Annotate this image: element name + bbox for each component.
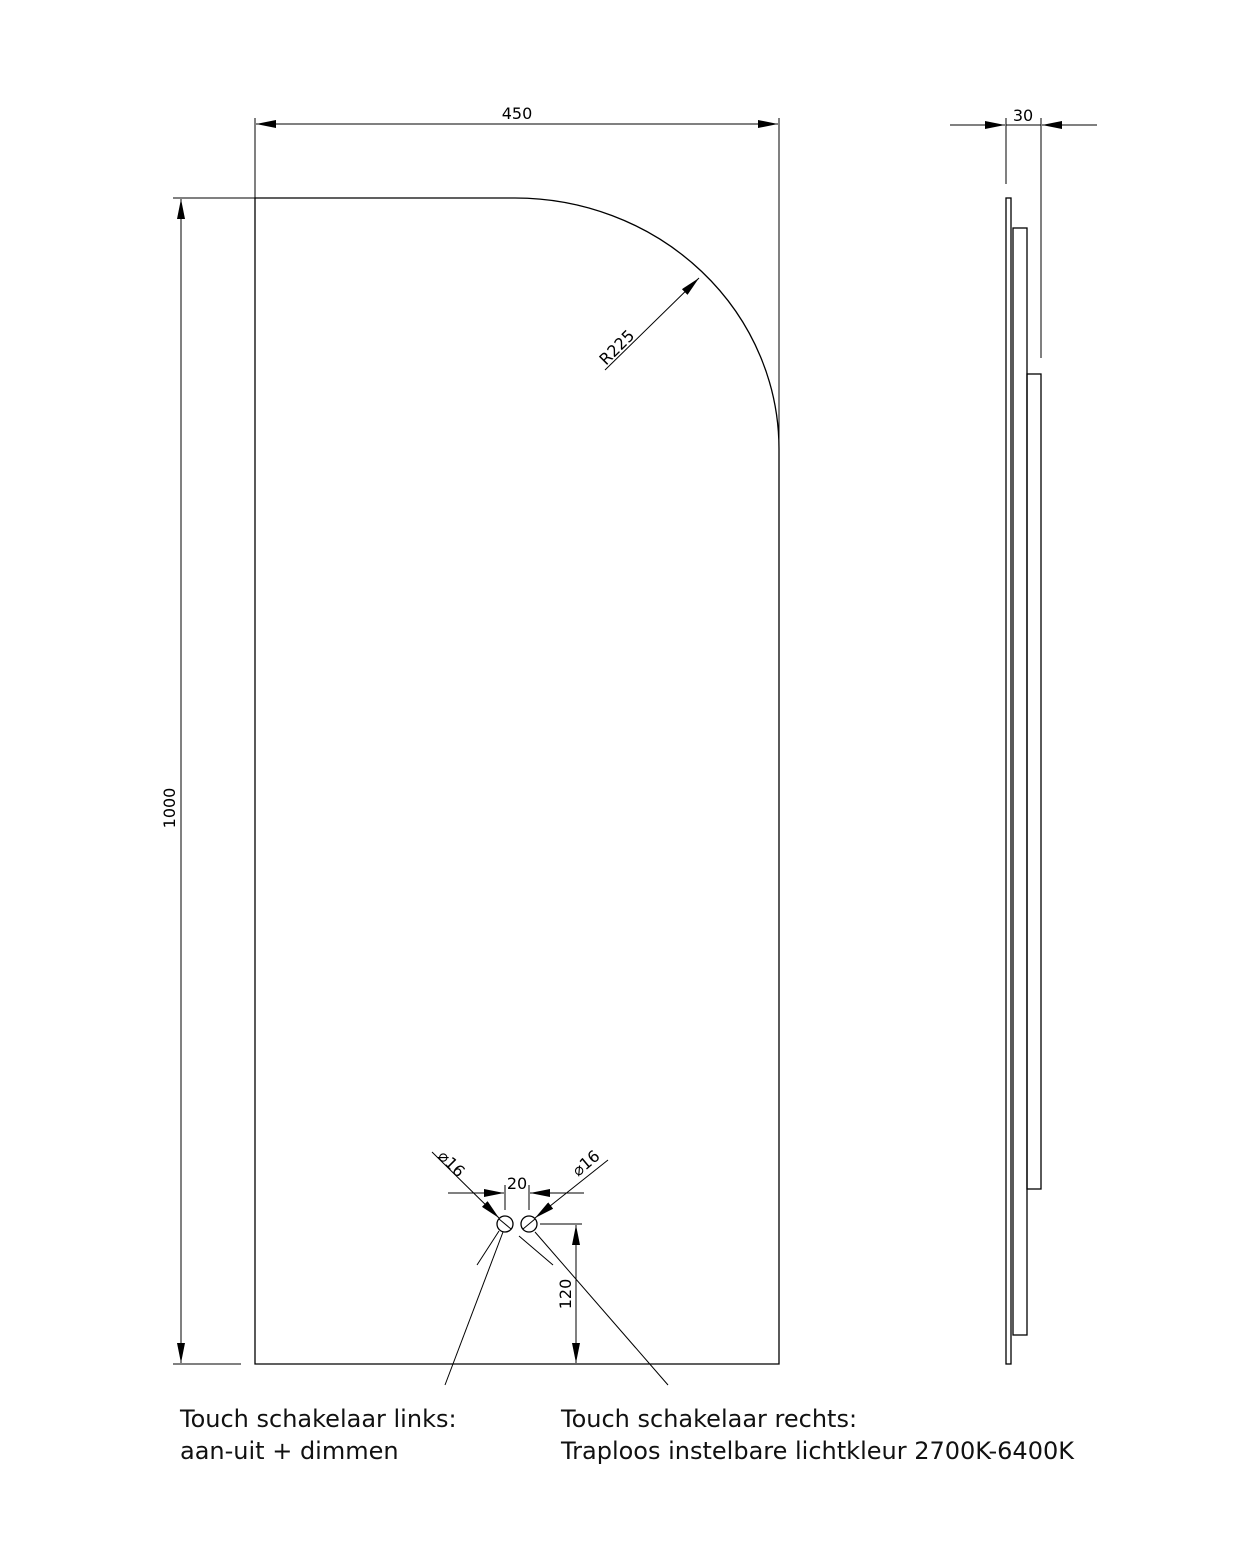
radius-dimension: R225 — [595, 277, 700, 371]
height-label: 1000 — [160, 788, 179, 829]
switch-height-label: 120 — [556, 1279, 575, 1310]
spacing-label: 20 — [507, 1174, 527, 1193]
switch-right — [520, 1215, 538, 1233]
depth-label: 30 — [1013, 106, 1033, 125]
touch-switches: 20 ⌀16 ⌀16 120 — [431, 1146, 669, 1386]
width-label: 450 — [502, 104, 533, 123]
note-left-title: Touch schakelaar links: — [180, 1405, 457, 1433]
note-left-switch: Touch schakelaar links: aan-uit + dimmen — [180, 1403, 457, 1467]
mirror-outline — [254, 197, 780, 1365]
note-left-desc: aan-uit + dimmen — [180, 1437, 399, 1465]
diameter-left-label: ⌀16 — [434, 1146, 469, 1181]
diameter-right-label: ⌀16 — [568, 1146, 603, 1180]
side-view: 30 — [950, 106, 1097, 1365]
note-right-title: Touch schakelaar rechts: — [561, 1405, 858, 1433]
height-dimension: 1000 — [160, 197, 255, 1365]
width-dimension: 450 — [254, 104, 780, 449]
note-right-switch: Touch schakelaar rechts: Traploos instel… — [561, 1403, 1074, 1467]
switch-left — [496, 1215, 514, 1233]
radius-label: R225 — [595, 326, 638, 369]
note-right-desc: Traploos instelbare lichtkleur 2700K-640… — [561, 1437, 1074, 1465]
